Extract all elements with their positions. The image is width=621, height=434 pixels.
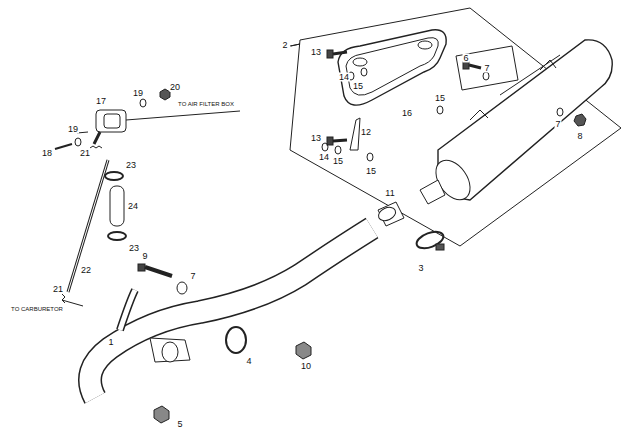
callout-number: 17 — [95, 97, 107, 106]
callout-number: 8 — [576, 132, 583, 141]
callout-number: 13 — [310, 134, 322, 143]
callout-number: 2 — [281, 41, 288, 50]
callout-number: 19 — [132, 89, 144, 98]
callout-number: 15 — [332, 157, 344, 166]
callout-number: 14 — [318, 153, 330, 162]
callout-number: 9 — [141, 252, 148, 261]
callout-number: 7 — [189, 272, 196, 281]
callout-number: 18 — [41, 149, 53, 158]
callout-number: 19 — [67, 125, 79, 134]
callout-number: 7 — [554, 120, 561, 129]
note-text: TO CARBURETOR — [10, 306, 64, 312]
callout-number: 16 — [401, 109, 413, 118]
callout-number: 11 — [384, 189, 395, 198]
callout-number: 1 — [107, 338, 114, 347]
callout-number: 13 — [310, 48, 322, 57]
callout-number: 21 — [79, 149, 91, 158]
callout-number: 20 — [169, 83, 181, 92]
callout-number: 15 — [352, 82, 364, 91]
callout-number: 23 — [128, 244, 140, 253]
callout-number: 23 — [125, 161, 137, 170]
callout-number: 14 — [338, 73, 350, 82]
callout-number: 7 — [483, 64, 490, 73]
callout-number: 3 — [417, 264, 424, 273]
callout-number: 15 — [365, 167, 377, 176]
callout-number: 21 — [52, 285, 64, 294]
callout-number: 10 — [300, 362, 312, 371]
callout-number: 5 — [176, 420, 183, 429]
callout-number: 6 — [462, 54, 469, 63]
callout-number: 12 — [360, 128, 372, 137]
callout-number: 24 — [127, 202, 139, 211]
callout-number: 15 — [434, 94, 446, 103]
callout-number: 4 — [245, 357, 252, 366]
callout-number: 22 — [80, 266, 92, 275]
note-text: TO AIR FILTER BOX — [177, 101, 235, 107]
